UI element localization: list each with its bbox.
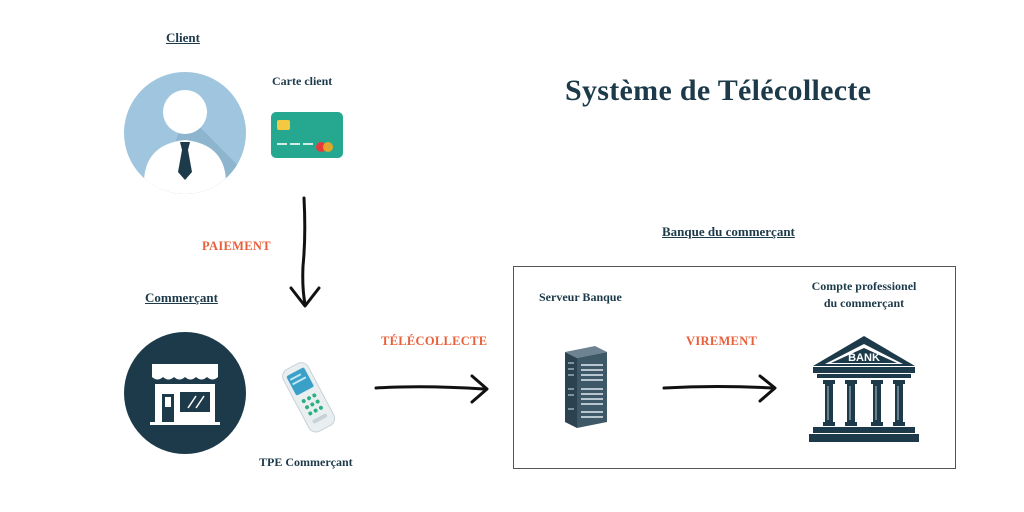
payment-terminal-icon bbox=[276, 358, 342, 434]
payment-arrow bbox=[284, 196, 324, 312]
diagram-title: Système de Télécollecte bbox=[565, 74, 872, 107]
credit-card-icon bbox=[271, 112, 343, 158]
bank-heading: Banque du commerçant bbox=[662, 224, 795, 239]
account-label-line1: Compte professionel bbox=[811, 279, 917, 293]
bank-icon: BANK bbox=[807, 334, 921, 444]
server-rack-icon bbox=[559, 344, 609, 430]
telecollect-label: TÉLÉCOLLECTE bbox=[381, 334, 488, 348]
terminal-label: TPE Commerçant bbox=[259, 455, 353, 469]
merchant-heading: Commerçant bbox=[145, 290, 218, 305]
telecollect-arrow bbox=[374, 372, 494, 408]
account-label-line2: du commerçant bbox=[823, 296, 905, 310]
card-label: Carte client bbox=[272, 74, 333, 88]
server-label: Serveur Banque bbox=[539, 290, 622, 304]
payment-label: PAIEMENT bbox=[202, 239, 271, 253]
shop-icon bbox=[124, 332, 246, 454]
transfer-label: VIREMENT bbox=[686, 334, 758, 348]
bank-sign-text: BANK bbox=[848, 352, 880, 364]
account-label: Compte professionel du commerçant bbox=[796, 279, 932, 311]
user-icon bbox=[124, 72, 246, 194]
transfer-arrow bbox=[662, 372, 782, 408]
client-heading: Client bbox=[166, 30, 200, 45]
